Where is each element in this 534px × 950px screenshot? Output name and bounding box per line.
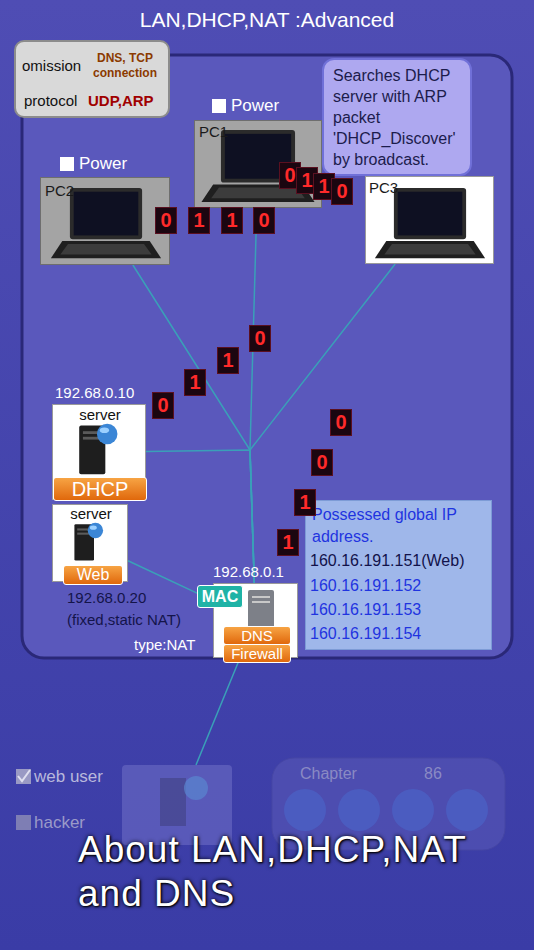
table-heading: Possessed global IP address. [312,504,490,548]
note-text: omission [22,57,81,75]
control-button [284,789,326,831]
network-wire [250,208,257,583]
option-label: web user [34,767,103,787]
role-badge: DHCP [53,477,147,501]
globe-icon [184,776,208,800]
ip-address: 192.68.0.10 [55,384,134,402]
note-text: protocol [24,92,77,110]
pc-box: PC3 [365,176,494,264]
ip-address: 192.68.0.20 (fixed,static NAT) [67,587,207,631]
legend-box: omissionDNS, TCP connection protocol UDP,A… [14,40,170,118]
role-badge: DNS [223,626,291,645]
bit-packet: 1 [188,207,210,234]
power-checkbox [212,99,226,113]
pc-fill [365,176,494,264]
bit-packet: 0 [249,325,271,352]
ip-address: 160.16.191.153 [310,600,421,619]
server-label: server [53,406,147,424]
power-checkbox [60,157,74,171]
pc-box: PowerPC2 [40,177,170,265]
ip-address: 192.68.0.1 [213,563,284,581]
option-label: hacker [34,813,85,833]
role-badge: Web [63,565,123,585]
check-mark [18,770,30,781]
server-icon [74,523,103,561]
bit-packet: 1 [294,489,316,516]
chapter-label: Chapter [300,765,357,783]
lan-panel [22,55,512,658]
ip-address: 160.16.191.152 [310,576,421,595]
pc-box: PowerPC1 [194,120,322,208]
router-slot [252,596,270,598]
uplink-wire [196,658,240,765]
internet-server-tower [160,778,186,826]
caption-text: About LAN,DHCP,NAT and DNS [78,828,508,916]
server-fill [52,404,146,500]
power-label: Power [79,154,127,174]
control-button [338,789,380,831]
server-icon [79,424,117,474]
pc-name: PC3 [369,179,398,197]
bit-packet: 1 [221,207,243,234]
laptop-icon [375,188,485,258]
bit-packet: 1 [277,529,299,556]
power-label: Power [231,96,279,116]
bit-packet: 0 [155,207,177,234]
callout-box: Searches DHCP server with ARP packet 'DH… [322,58,472,176]
server-label: server [53,505,129,523]
pc-fill [194,120,322,208]
type-label: type:NAT [134,636,195,654]
control-button [446,789,488,831]
router-box: 192.68.0.1MACDNSFirewalltype:NAT [213,583,298,658]
bit-packet: 0 [311,449,333,476]
pc-name: PC2 [45,182,74,200]
note-value: UDP,ARP [88,92,154,110]
network-wire [133,265,254,583]
ip-address: 160.16.191.151(Web) [310,551,464,570]
bit-packet: 1 [217,347,239,374]
callout-text: Searches DHCP server with ARP packet 'DH… [333,65,469,170]
bit-packet: 0 [253,207,275,234]
address-table: Possessed global IP address. 160.16.191.1… [305,500,492,650]
title-text: LAN,DHCP,NAT :Advanced [0,8,534,32]
chapter-number: 86 [424,765,442,783]
role-badge: Firewall [223,644,291,663]
bit-packet: 0 [152,392,174,419]
pc-fill [40,177,170,265]
control-button [392,789,434,831]
mac-badge: MAC [197,585,243,608]
server-box: serverWeb192.68.0.20 (fixed,static NAT) [52,504,128,582]
pc-name: PC1 [199,123,228,141]
bit-packet: 0 [331,178,353,205]
bit-packet: 0 [330,409,352,436]
server-box: 192.68.0.10serverDHCP [52,404,146,500]
option-checkbox [16,815,31,830]
bit-packet: 1 [184,369,206,396]
router-slot [252,601,270,603]
option-checkbox [16,769,31,784]
ip-address: 160.16.191.154 [310,624,421,643]
note-value: DNS, TCP connection [82,51,168,81]
